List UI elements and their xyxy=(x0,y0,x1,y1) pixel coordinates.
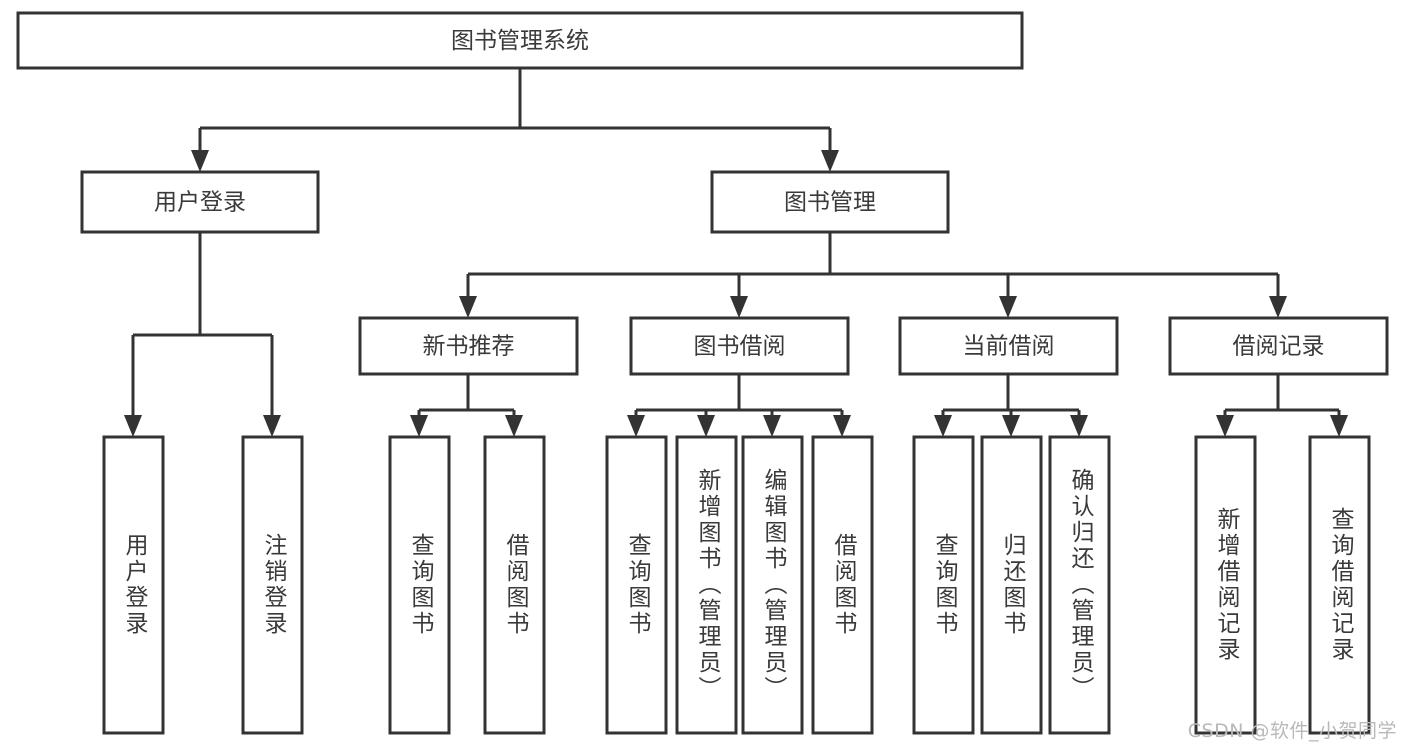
node-leaf-user-login[interactable] xyxy=(102,435,165,735)
arrow-head-icon xyxy=(934,415,952,437)
node-root-system[interactable] xyxy=(16,11,1024,70)
arrow-head-icon xyxy=(627,415,645,437)
node-leaf-query-book-3[interactable] xyxy=(912,435,975,735)
node-leaf-query-borrow-record[interactable] xyxy=(1308,435,1371,735)
node-leaf-return-book[interactable] xyxy=(980,435,1043,735)
watermark-credit: CSDN @软件_小贺同学 xyxy=(1187,720,1397,742)
node-leaf-borrow-book-2[interactable] xyxy=(811,435,874,735)
arrow-head-icon xyxy=(1330,415,1348,437)
node-new-book-recommend-label: 新书推荐 xyxy=(423,334,515,360)
arrow-head-icon xyxy=(833,415,851,437)
node-leaf-edit-book-admin[interactable] xyxy=(741,435,804,735)
arrow-head-icon xyxy=(124,415,142,437)
arrow-head-icon xyxy=(263,415,281,437)
node-borrow-record-label: 借阅记录 xyxy=(1233,334,1325,360)
node-current-borrow[interactable] xyxy=(898,316,1119,376)
arrow-head-icon xyxy=(697,415,715,437)
node-leaf-confirm-return-admin[interactable] xyxy=(1048,435,1111,735)
arrow-head-icon xyxy=(1002,415,1020,437)
arrow-head-icon xyxy=(730,296,748,318)
arrow-head-icon xyxy=(505,415,523,437)
arrow-head-icon xyxy=(999,296,1017,318)
node-leaf-add-book-admin[interactable] xyxy=(675,435,738,735)
node-user-login[interactable] xyxy=(80,170,320,234)
node-leaf-user-logout[interactable] xyxy=(241,435,304,735)
node-leaf-query-book-2[interactable] xyxy=(605,435,668,735)
node-root-label: 图书管理系统 xyxy=(451,28,589,54)
node-book-manage[interactable] xyxy=(710,170,950,234)
node-user-login-label: 用户登录 xyxy=(154,190,246,216)
node-new-book-recommend[interactable] xyxy=(358,316,579,376)
node-borrow-record[interactable] xyxy=(1168,316,1389,376)
arrow-head-icon xyxy=(821,150,839,172)
node-book-borrow-label: 图书借阅 xyxy=(694,334,786,360)
node-leaf-borrow-book-1[interactable] xyxy=(483,435,546,735)
node-book-manage-label: 图书管理 xyxy=(784,190,876,216)
arrow-head-icon xyxy=(191,150,209,172)
arrow-head-icon xyxy=(459,296,477,318)
node-current-borrow-label: 当前借阅 xyxy=(963,334,1055,360)
node-leaf-query-book-1[interactable] xyxy=(388,435,451,735)
arrow-head-icon xyxy=(1216,415,1234,437)
node-book-borrow[interactable] xyxy=(629,316,850,376)
arrow-head-icon xyxy=(1070,415,1088,437)
arrow-head-icon xyxy=(763,415,781,437)
connectors-layer xyxy=(124,68,1348,437)
arrow-head-icon xyxy=(410,415,428,437)
node-leaf-add-borrow-record[interactable] xyxy=(1194,435,1257,735)
arrow-head-icon xyxy=(1269,296,1287,318)
node-boxes-layer xyxy=(16,11,1389,735)
